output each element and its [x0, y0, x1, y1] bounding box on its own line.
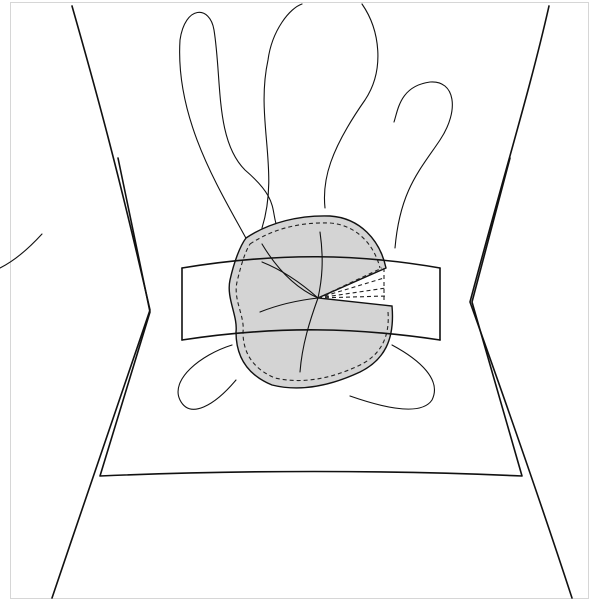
torso-left-contour — [52, 6, 150, 598]
upper-wound-line-4 — [394, 82, 452, 248]
leader-line — [0, 234, 42, 268]
upper-wound-line-1 — [180, 12, 278, 242]
upper-wound-line-3 — [324, 4, 377, 208]
torso-right-contour — [470, 6, 572, 598]
lower-wound-line-left — [178, 345, 236, 409]
wound-area — [229, 216, 392, 388]
upper-wound-line-2 — [262, 4, 302, 228]
